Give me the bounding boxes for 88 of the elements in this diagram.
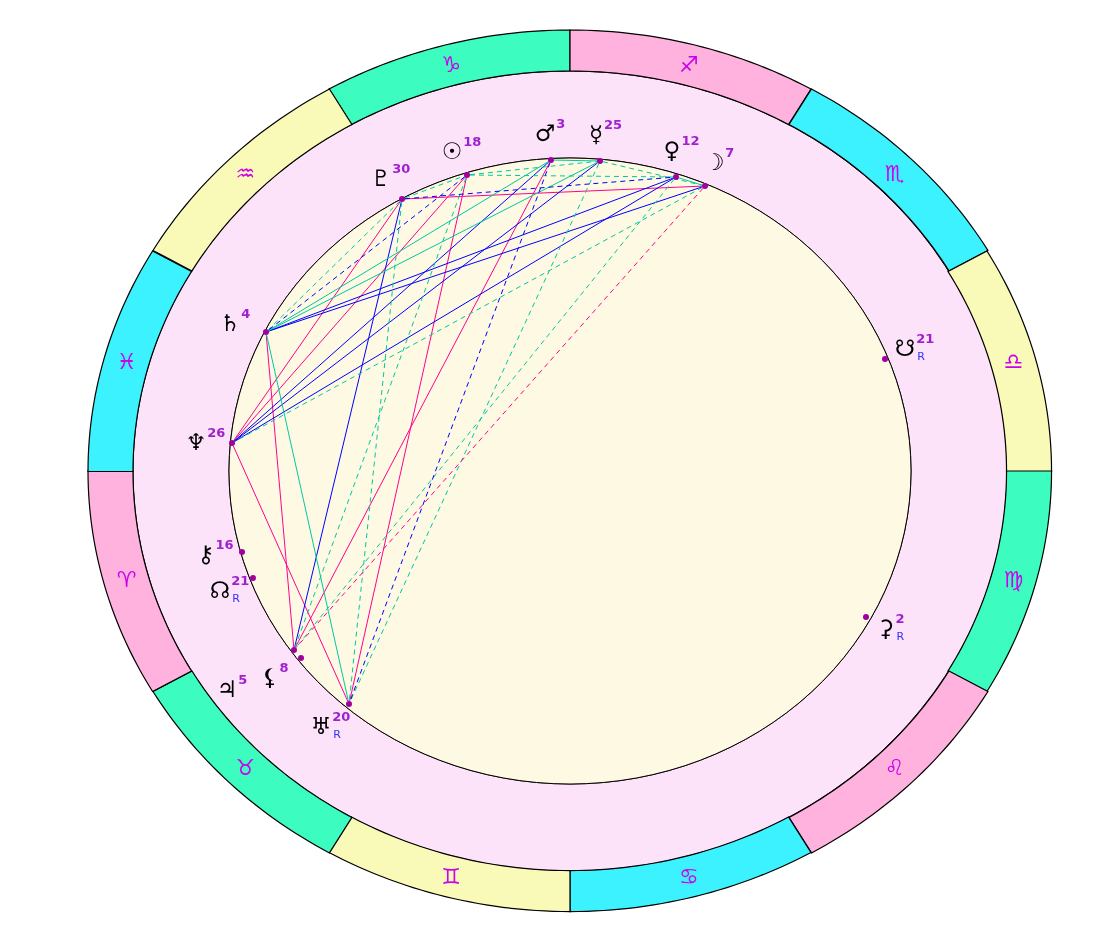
retrograde-mark: R <box>917 350 925 362</box>
position-dot <box>548 157 554 163</box>
aspect-line <box>267 200 401 331</box>
zodiac-symbol: ♎ <box>1003 351 1024 374</box>
aspect-line <box>469 160 598 176</box>
planet-symbol: ♇ <box>370 166 392 190</box>
zodiac-symbol: ♉ <box>235 757 256 779</box>
planet-symbol: ☋ <box>894 336 916 360</box>
degree-label: 26 <box>207 425 226 439</box>
zodiac-symbol: ♓ <box>116 351 137 374</box>
aspect-line <box>553 159 598 162</box>
degree-label: 16 <box>215 537 234 551</box>
planet-symbol: ☉ <box>441 139 463 163</box>
aspect-line <box>294 201 402 648</box>
degree-label: 12 <box>681 133 700 147</box>
planet-symbol: ⚸ <box>261 665 279 689</box>
position-dot <box>597 158 603 164</box>
degree-label: 21 <box>916 331 935 345</box>
zodiac-sign-segment <box>788 671 988 853</box>
aspect-line <box>265 334 295 648</box>
degree-label: 18 <box>463 134 482 148</box>
degree-label: 3 <box>556 116 566 130</box>
aspect-line <box>268 161 549 331</box>
position-dot <box>346 701 352 707</box>
aspect-line <box>233 200 401 442</box>
zodiac-symbol: ♑ <box>441 54 462 77</box>
aspect-line <box>469 174 674 178</box>
zodiac-sign-segment <box>948 471 1052 692</box>
planet-symbol: ♃ <box>216 677 238 701</box>
aspect-line <box>294 162 551 648</box>
planet-symbol: ♅ <box>310 714 332 738</box>
aspect-line <box>294 177 467 648</box>
position-dot <box>250 575 256 581</box>
position-dot <box>863 614 869 620</box>
zodiac-symbol: ♋ <box>678 865 699 888</box>
planet-symbol: ♂ <box>534 121 556 145</box>
aspect-line <box>267 176 466 331</box>
degree-label: 20 <box>332 709 351 723</box>
zodiac-symbol: ♐ <box>678 54 699 77</box>
position-dot <box>673 174 679 180</box>
zodiac-sign-segment <box>88 471 192 692</box>
degree-label: 4 <box>241 306 251 320</box>
degree-label: 25 <box>604 117 623 131</box>
zodiac-sign-segment <box>948 250 1052 471</box>
zodiac-sign-segment <box>329 817 570 912</box>
aspect-line <box>232 445 349 702</box>
position-dot <box>882 356 888 362</box>
zodiac-sign-segment <box>152 89 352 271</box>
degree-label: 7 <box>725 145 735 159</box>
zodiac-symbol: ♊ <box>441 865 462 888</box>
retrograde-mark: R <box>232 592 240 604</box>
aspect-line <box>602 161 703 186</box>
aspect-line <box>266 334 349 702</box>
position-dot <box>298 655 304 661</box>
aspect-line <box>233 176 466 442</box>
position-dot <box>229 440 235 446</box>
planet-symbol: ♄ <box>219 311 241 335</box>
degree-label: 21 <box>231 573 250 587</box>
zodiac-symbol: ♒ <box>235 163 256 185</box>
zodiac-sign-segment <box>788 89 988 271</box>
planet-symbol: ☿ <box>588 122 604 146</box>
retrograde-mark: R <box>333 728 341 740</box>
degree-label: 8 <box>279 660 289 674</box>
degree-label: 30 <box>392 161 411 175</box>
position-dot <box>702 183 708 189</box>
position-dot <box>239 549 245 555</box>
planet-symbol: ♆ <box>185 430 207 454</box>
zodiac-symbol: ♌ <box>884 757 905 779</box>
zodiac-symbol: ♍ <box>1003 568 1024 591</box>
zodiac-symbol: ♈ <box>116 568 137 591</box>
aspect-line <box>268 161 598 332</box>
degree-label: 2 <box>895 611 905 625</box>
planet-symbol: ⚳ <box>877 616 895 640</box>
degree-label: 5 <box>238 672 248 686</box>
position-dot <box>399 196 405 202</box>
aspect-line <box>349 177 467 702</box>
aspect-line <box>349 162 551 702</box>
zodiac-symbol: ♏ <box>884 163 905 185</box>
zodiac-sign-segment <box>570 817 811 912</box>
retrograde-mark: R <box>896 630 905 642</box>
aspect-line <box>348 201 403 702</box>
planet-symbol: ♀ <box>663 138 681 162</box>
position-dot <box>291 647 297 653</box>
planet-symbol: ☽ <box>703 150 725 174</box>
planet-symbol: ☊ <box>209 578 231 602</box>
planet-symbol: ⚷ <box>197 542 215 566</box>
position-dot <box>464 172 470 178</box>
position-dot <box>263 329 269 335</box>
